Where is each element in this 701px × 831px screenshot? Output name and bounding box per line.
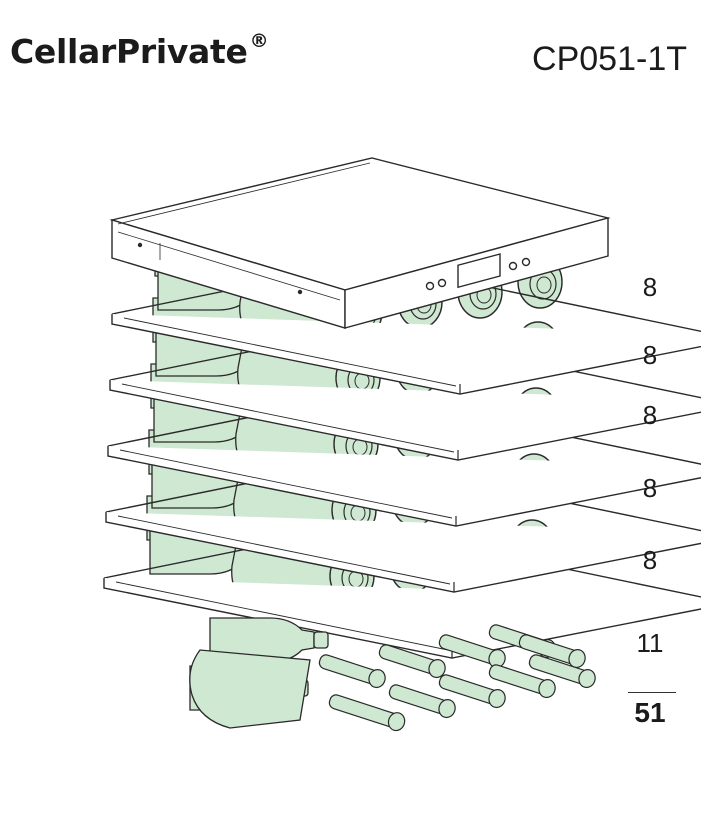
total-capacity: 51 [634, 697, 666, 728]
brand-logo: CellarPrivate® [10, 30, 269, 71]
cabinet-top-panel [109, 157, 611, 329]
shelf-2-count: 8 [642, 340, 658, 370]
brand-name: CellarPrivate [10, 32, 248, 71]
shelf-4-count: 8 [642, 473, 658, 503]
bottom-rack-bottles [189, 617, 596, 732]
shelf-5-count: 8 [642, 545, 658, 575]
bottom-rack-count: 11 [636, 628, 664, 658]
model-number: CP051-1T [532, 40, 687, 78]
registered-mark: ® [249, 30, 269, 52]
shelf-3-count: 8 [642, 400, 658, 430]
total-divider [628, 692, 676, 693]
shelf-1-count: 8 [642, 272, 658, 302]
